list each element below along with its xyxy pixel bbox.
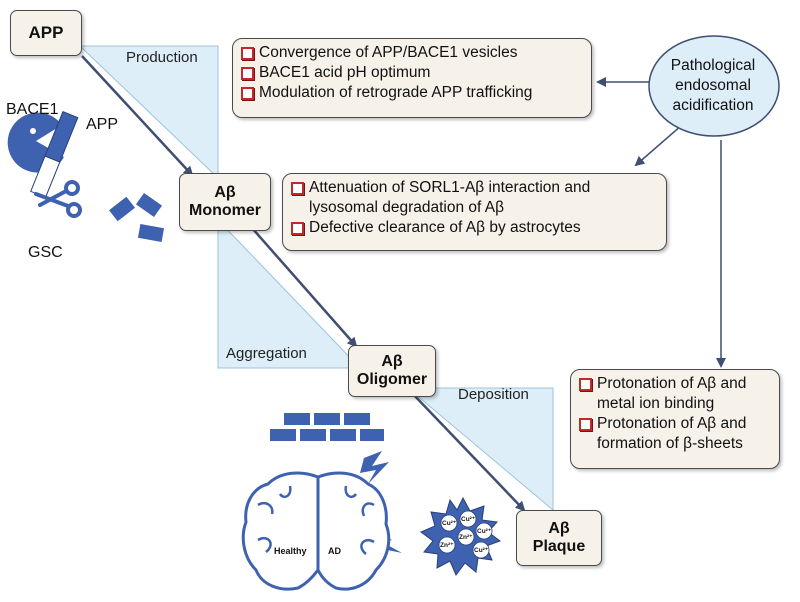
checkbox-icon: [579, 378, 592, 391]
ion-label: Cu²⁺: [442, 520, 457, 527]
ab-oligomer-node: Aβ Oligomer: [348, 345, 436, 397]
deposition-panel: [406, 387, 554, 512]
scissors-icon: [34, 180, 82, 218]
ion-label: Cu²⁺: [461, 516, 476, 523]
bace1-label: BACE1: [6, 101, 59, 118]
effect-text: Attenuation of SORL1-Aβ interaction and: [309, 179, 591, 196]
cause-ellipse: [648, 35, 780, 137]
gsc-label: GSC: [28, 244, 63, 261]
app-node-label: APP: [28, 23, 64, 43]
production-label: Production: [126, 49, 198, 66]
deposition-label: Deposition: [458, 386, 529, 403]
ab-plaque-node: Aβ Plaque: [516, 510, 602, 566]
brick-wall-icon: [270, 413, 384, 441]
effect-item: Attenuation of SORL1-Aβ interaction and …: [291, 178, 658, 218]
production-effects-box: Convergence of APP/BACE1 vesicles BACE1 …: [232, 38, 592, 118]
checkbox-icon: [579, 418, 592, 431]
brain-icon: [241, 471, 391, 591]
ab-monomer-node: Aβ Monomer: [179, 173, 271, 231]
ion-label: Zn²⁺: [459, 534, 473, 541]
ab-monomer-line1: Aβ: [214, 183, 236, 201]
effect-item: Protonation of Aβ and formation of β-she…: [579, 414, 771, 454]
fragments-icon: [109, 192, 165, 242]
effect-text: Protonation of Aβ and: [597, 415, 747, 432]
effect-item: Defective clearance of Aβ by astrocytes: [291, 218, 658, 238]
checkbox-icon: [241, 47, 254, 60]
effect-item: Convergence of APP/BACE1 vesicles: [241, 43, 583, 63]
app-strip-icon: [30, 110, 79, 198]
app-strip-label: APP: [86, 116, 119, 133]
ab-plaque-line1: Aβ: [548, 519, 570, 537]
effect-text: metal ion binding: [597, 395, 715, 412]
ab-oligomer-line1: Aβ: [381, 352, 403, 370]
app-to-monomer-arrow: [81, 55, 194, 177]
brain-healthy-label: Healthy: [274, 546, 307, 556]
effect-text: Defective clearance of Aβ by astrocytes: [309, 219, 581, 236]
production-panel: [78, 45, 219, 180]
aggregation-panel: [217, 218, 362, 369]
ion-label: Cu²⁺: [474, 547, 489, 554]
cause-to-clearance-arrow: [634, 124, 683, 167]
ion-label: Cu²⁺: [477, 528, 492, 535]
aggregation-label: Aggregation: [226, 345, 307, 362]
cause-line2: endosomal: [675, 77, 751, 94]
effect-item: Protonation of Aβ and metal ion binding: [579, 374, 771, 414]
cause-line3: acidification: [672, 97, 754, 114]
aggregation-effects-box: Protonation of Aβ and metal ion binding …: [570, 369, 780, 469]
cause-text: Pathological endosomal acidification: [650, 56, 776, 116]
effect-item: BACE1 acid pH optimum: [241, 63, 583, 83]
ab-monomer-line2: Monomer: [189, 202, 261, 219]
effect-text: lysosomal degradation of Aβ: [309, 199, 505, 216]
effect-text: Protonation of Aβ and: [597, 375, 747, 392]
app-node: APP: [10, 10, 82, 56]
oligomer-to-plaque-arrow: [411, 392, 526, 512]
effect-text: formation of β-sheets: [597, 435, 743, 452]
checkbox-icon: [291, 182, 304, 195]
monomer-to-oligomer-arrow: [251, 227, 358, 348]
effect-text: Convergence of APP/BACE1 vesicles: [259, 44, 518, 61]
ab-oligomer-line2: Oligomer: [356, 371, 428, 388]
ion-label: Zn²⁺: [440, 542, 454, 549]
clearance-effects-box: Attenuation of SORL1-Aβ interaction and …: [282, 173, 667, 251]
cause-line1: Pathological: [670, 57, 756, 74]
lightning-icon: [360, 451, 389, 484]
effect-text: BACE1 acid pH optimum: [259, 64, 431, 81]
ab-plaque-line2: Plaque: [532, 538, 586, 555]
checkbox-icon: [291, 222, 304, 235]
checkbox-icon: [241, 87, 254, 100]
effect-text: Modulation of retrograde APP trafficking: [259, 84, 533, 101]
effect-item: Modulation of retrograde APP trafficking: [241, 83, 583, 103]
brain-ad-label: AD: [328, 546, 341, 556]
checkbox-icon: [241, 67, 254, 80]
